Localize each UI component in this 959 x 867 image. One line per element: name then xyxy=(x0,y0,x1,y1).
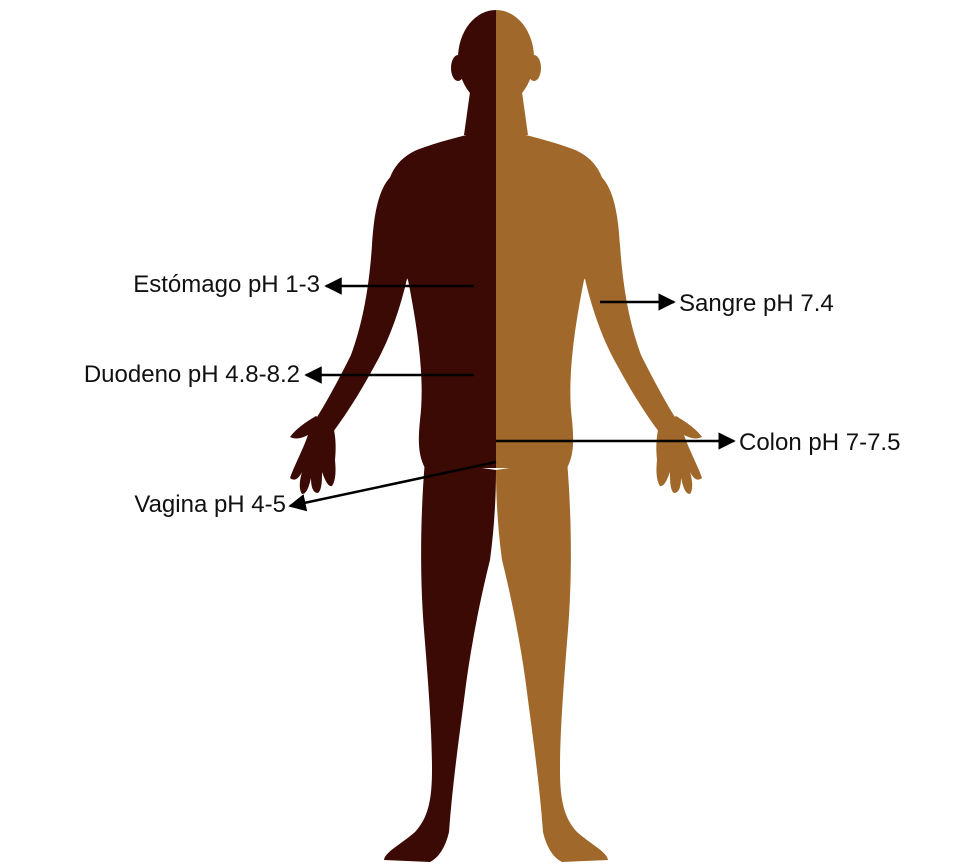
label-estomago: Estómago pH 1-3 xyxy=(133,271,320,299)
body-right-half xyxy=(290,10,702,862)
label-vagina: Vagina pH 4-5 xyxy=(134,491,286,519)
label-sangre: Sangre pH 7.4 xyxy=(679,290,834,318)
label-duodeno: Duodeno pH 4.8-8.2 xyxy=(84,361,300,389)
label-colon: Colon pH 7-7.5 xyxy=(739,429,900,457)
